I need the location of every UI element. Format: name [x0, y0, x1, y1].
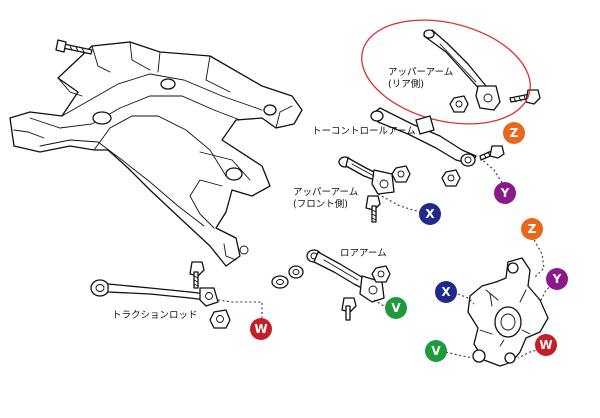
upper-arm-rear: [423, 29, 501, 111]
label-traction-rod: トラクションロッド: [112, 310, 198, 321]
upper-arm-front: [338, 156, 395, 195]
rear-subframe: [9, 41, 303, 267]
label-upper-arm-front: アッパーアーム (フロント側): [293, 187, 358, 211]
marker-x-upper-arm-front: X: [419, 203, 441, 225]
marker-y-toe-control-arm: Y: [494, 182, 516, 204]
marker-v-knuckle: V: [425, 340, 447, 362]
rear-knuckle: [467, 257, 549, 367]
subframe-bolt: [55, 39, 93, 55]
marker-z-upper-arm-rear: Z: [503, 122, 525, 144]
marker-v-lower-arm: V: [385, 297, 407, 319]
upper-arm-front-nut: [391, 165, 411, 183]
marker-w-knuckle: W: [535, 334, 557, 356]
toe-control-arm-nut: [441, 169, 461, 187]
toe-control-arm-bolt: [479, 145, 505, 161]
rear-upper-arm-highlight: [361, 19, 531, 125]
label-upper-arm-rear-line1: アッパーアーム: [388, 67, 454, 78]
toe-control-arm: [370, 107, 477, 167]
marker-x-knuckle: X: [435, 281, 457, 303]
lower-arm-washers: [271, 265, 304, 289]
lower-arm-nut: [371, 265, 391, 283]
marker-y-knuckle: Y: [546, 268, 568, 290]
traction-rod-nut: [209, 309, 231, 329]
upper-arm-front-bolt: [365, 195, 381, 223]
label-upper-arm-rear: アッパーアーム (リア側): [388, 67, 453, 91]
label-upper-arm-front-line1: アッパーアーム: [293, 187, 359, 198]
traction-rod: [90, 279, 219, 307]
marker-z-knuckle: Z: [521, 218, 543, 240]
lower-arm-bolt: [341, 297, 357, 321]
label-upper-arm-rear-line2: (リア側): [388, 79, 424, 90]
label-upper-arm-front-line2: (フロント側): [293, 199, 348, 210]
marker-w-traction-rod: W: [250, 318, 272, 340]
upper-arm-rear-nut: [449, 95, 469, 113]
label-toe-control-arm: トーコントロールアーム: [312, 126, 416, 137]
label-lower-arm: ロアアーム: [340, 248, 387, 259]
traction-rod-bolt: [189, 261, 205, 289]
